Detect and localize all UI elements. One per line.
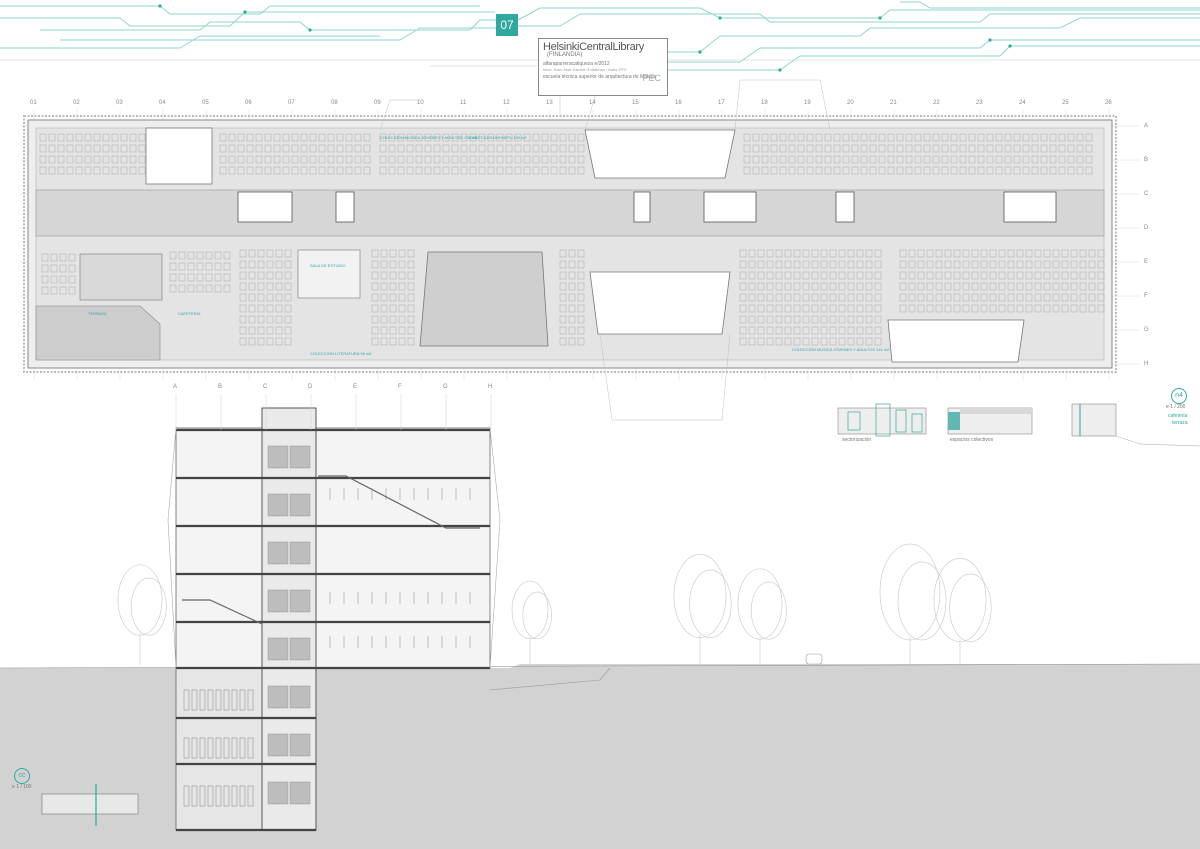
title-country: (FINLANDIA) xyxy=(547,52,583,58)
plan-void-2 xyxy=(584,129,736,179)
atrium-stair-2 xyxy=(182,599,263,625)
plan-core-band xyxy=(35,189,1105,237)
atrium-stair xyxy=(318,475,480,529)
plan-room-label: COLECCIÓN MÚSICA JÓVENES Y ADULTOS 141 m… xyxy=(792,347,890,352)
plan-void-4 xyxy=(887,319,1025,363)
plan-room-label: COLECCIÓN INFANTIL 190 m2 xyxy=(470,135,527,140)
plan-cores xyxy=(237,191,1057,223)
pec-mark: PEC xyxy=(642,73,661,83)
plan-col-label: 23 xyxy=(976,100,983,106)
section-col-label: E xyxy=(353,384,358,390)
section-badge: cc xyxy=(14,768,30,784)
core-panels xyxy=(267,445,311,805)
car xyxy=(805,653,823,665)
plan-col-label: 01 xyxy=(30,100,37,106)
section-slabs xyxy=(176,428,490,832)
plan-col-label: 02 xyxy=(73,100,80,106)
section-col-label: A xyxy=(173,384,178,390)
mini-1-label: sectorización xyxy=(842,437,872,443)
plan-room-label: COLECCIÓN MÚSICA JÓVENES Y ADULTOS 236 m… xyxy=(380,135,478,140)
plan-col-label: 05 xyxy=(202,100,209,106)
plan-col-label: 26 xyxy=(1105,100,1112,106)
plan-col-label: 17 xyxy=(718,100,725,106)
section-key-plan xyxy=(41,793,139,815)
section-scale: e 1 / 100 xyxy=(12,784,32,790)
plan-legend-cafe: cafetería xyxy=(1168,413,1188,419)
plan-room-label: SALA DE ESTUDIO xyxy=(310,263,346,268)
plan-col-label: 09 xyxy=(374,100,381,106)
plan-col-label: 06 xyxy=(245,100,252,106)
plan-col-label: 15 xyxy=(632,100,639,106)
section-drawing xyxy=(0,394,1200,849)
plan-row-label: E xyxy=(1144,259,1149,265)
plan-furniture xyxy=(39,133,1105,346)
plan-void-3 xyxy=(589,271,731,335)
section-trees xyxy=(117,543,992,665)
plan-atrium xyxy=(419,251,549,347)
title-tutor-line: tutor: Juan José Gavino Guitarman / Auto… xyxy=(543,67,627,72)
plan-col-label: 08 xyxy=(331,100,338,106)
facade-left xyxy=(167,427,177,669)
plan-scale: e 1 / 200 xyxy=(1166,404,1186,410)
plan-col-label: 12 xyxy=(503,100,510,106)
section-col-label: B xyxy=(218,384,223,390)
section-col-label: F xyxy=(398,384,402,390)
plan-row-label: A xyxy=(1144,123,1149,129)
header-nodes xyxy=(158,4,1012,72)
title-author-line: alfaraparreracatiqueza e/2012 xyxy=(543,61,610,67)
plan-col-label: 10 xyxy=(417,100,424,106)
section-axes xyxy=(175,394,492,430)
leader-lines xyxy=(379,79,831,421)
section-furniture xyxy=(183,488,471,807)
plan-room-label: CAFETERÍA xyxy=(178,311,201,316)
plan-col-label: 25 xyxy=(1062,100,1069,106)
plan-room-label: TERRAZA xyxy=(88,311,107,316)
plan-col-label: 13 xyxy=(546,100,553,106)
plan-row-label: D xyxy=(1144,225,1149,231)
section-col-label: D xyxy=(308,384,313,390)
plan-col-label: 11 xyxy=(460,100,467,106)
plaza-ramp xyxy=(489,667,611,691)
plan-col-label: 18 xyxy=(761,100,768,106)
plan-row-label: F xyxy=(1144,293,1148,299)
plan-room-label: COLECCIÓN LITERATURA 95 m2 xyxy=(310,351,372,356)
plan-col-label: 16 xyxy=(675,100,682,106)
section-col-label: H xyxy=(488,384,493,390)
floor-plan xyxy=(20,110,1140,380)
plan-row-label: G xyxy=(1144,327,1149,333)
plan-row-label: H xyxy=(1144,361,1149,367)
plan-col-label: 03 xyxy=(116,100,123,106)
plan-col-label: 04 xyxy=(159,100,166,106)
plan-row-label: C xyxy=(1144,191,1149,197)
mini-2-label: espacios colectivos xyxy=(950,437,994,443)
plan-cafe-block xyxy=(79,253,163,301)
title-block: HelsinkiCentralLibrary (FINLANDIA) alfar… xyxy=(538,38,668,96)
plan-col-label: 14 xyxy=(589,100,596,106)
plan-void-1 xyxy=(145,127,213,185)
plan-frame-hatch xyxy=(23,115,1117,373)
facade-right xyxy=(489,427,501,669)
plan-room-study xyxy=(297,249,361,299)
plan-terrace xyxy=(35,305,161,361)
plan-col-label: 20 xyxy=(847,100,854,106)
section-body xyxy=(175,427,491,669)
plan-col-label: 19 xyxy=(804,100,811,106)
title-heading: HelsinkiCentralLibrary xyxy=(543,41,644,53)
title-school-line: escuela técnica superior de arquitectura… xyxy=(543,74,657,80)
plan-level-badge: n4 xyxy=(1171,388,1187,404)
key-diagrams xyxy=(41,403,1200,826)
section-col-label: C xyxy=(263,384,268,390)
section-col-label: G xyxy=(443,384,448,390)
plan-col-label: 21 xyxy=(890,100,897,106)
sheet-number: 07 xyxy=(496,14,518,36)
mini-section xyxy=(1071,403,1117,437)
plan-row-label: B xyxy=(1144,157,1149,163)
plan-col-label: 22 xyxy=(933,100,940,106)
plan-col-label: 07 xyxy=(288,100,295,106)
plan-col-label: 24 xyxy=(1019,100,1026,106)
section-core xyxy=(261,407,317,831)
plan-legend-terrace: terraza xyxy=(1172,420,1188,426)
